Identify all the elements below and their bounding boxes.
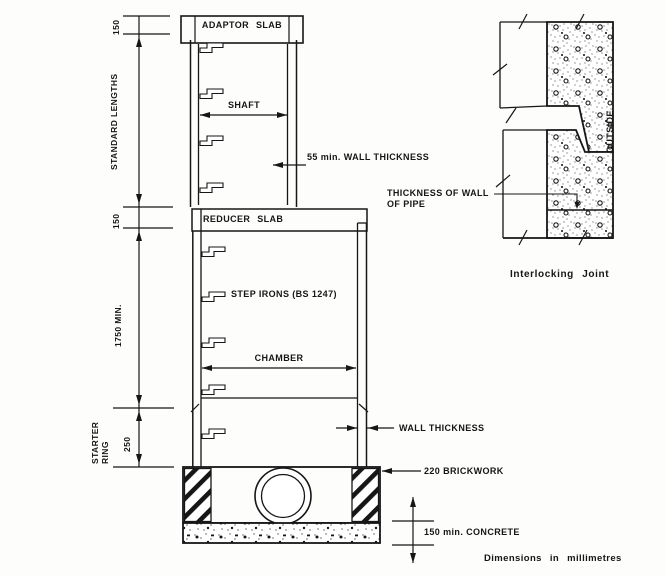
- dim-starter-ring-line1: STARTER: [90, 421, 100, 464]
- thickness-of-wall-label: THICKNESS OF WALL OF PIPE: [387, 188, 489, 210]
- left-dimension-arrows: [136, 37, 142, 464]
- dim-starter-ring-line2: RING: [100, 441, 110, 464]
- interlocking-joint-detail: [492, 13, 614, 246]
- dimensions-note: Dimensions in millimetres: [484, 553, 622, 564]
- shaft-label: SHAFT: [228, 100, 260, 110]
- adaptor-slab-label: ADAPTOR SLAB: [201, 20, 283, 30]
- step-irons-label: STEP IRONS (BS 1247): [231, 289, 337, 299]
- dim-standard-lengths: STANDARD LENGTHS: [109, 73, 119, 170]
- thickness-of-wall-line1: THICKNESS OF WALL: [387, 188, 489, 198]
- manhole-section: [180, 15, 394, 467]
- chamber-label: CHAMBER: [254, 353, 304, 363]
- wall-thickness-label: WALL THICKNESS: [399, 423, 485, 433]
- callout-arrows: [200, 112, 416, 563]
- base-structure: [182, 466, 434, 563]
- brickwork-label: 220 BRICKWORK: [424, 466, 504, 476]
- min-wall-thickness-label: 55 min. WALL THICKNESS: [307, 152, 430, 162]
- dim-starter-ring: STARTER RING: [90, 422, 110, 464]
- left-dimension-lines: [113, 15, 174, 468]
- interlocking-joint-caption: Interlocking Joint: [510, 269, 610, 280]
- dim-250: 250: [122, 436, 132, 452]
- outside-label: OUTSIDE: [605, 110, 615, 153]
- step-irons: [199, 42, 226, 440]
- concrete-label: 150 min. CONCRETE: [424, 527, 520, 537]
- dim-150-mid: 150: [111, 213, 121, 229]
- thickness-of-wall-line2: OF PIPE: [387, 199, 426, 209]
- dim-1750-min: 1750 MIN.: [113, 304, 123, 347]
- reducer-slab-label: REDUCER SLAB: [203, 214, 284, 224]
- dim-150-top: 150: [111, 19, 121, 35]
